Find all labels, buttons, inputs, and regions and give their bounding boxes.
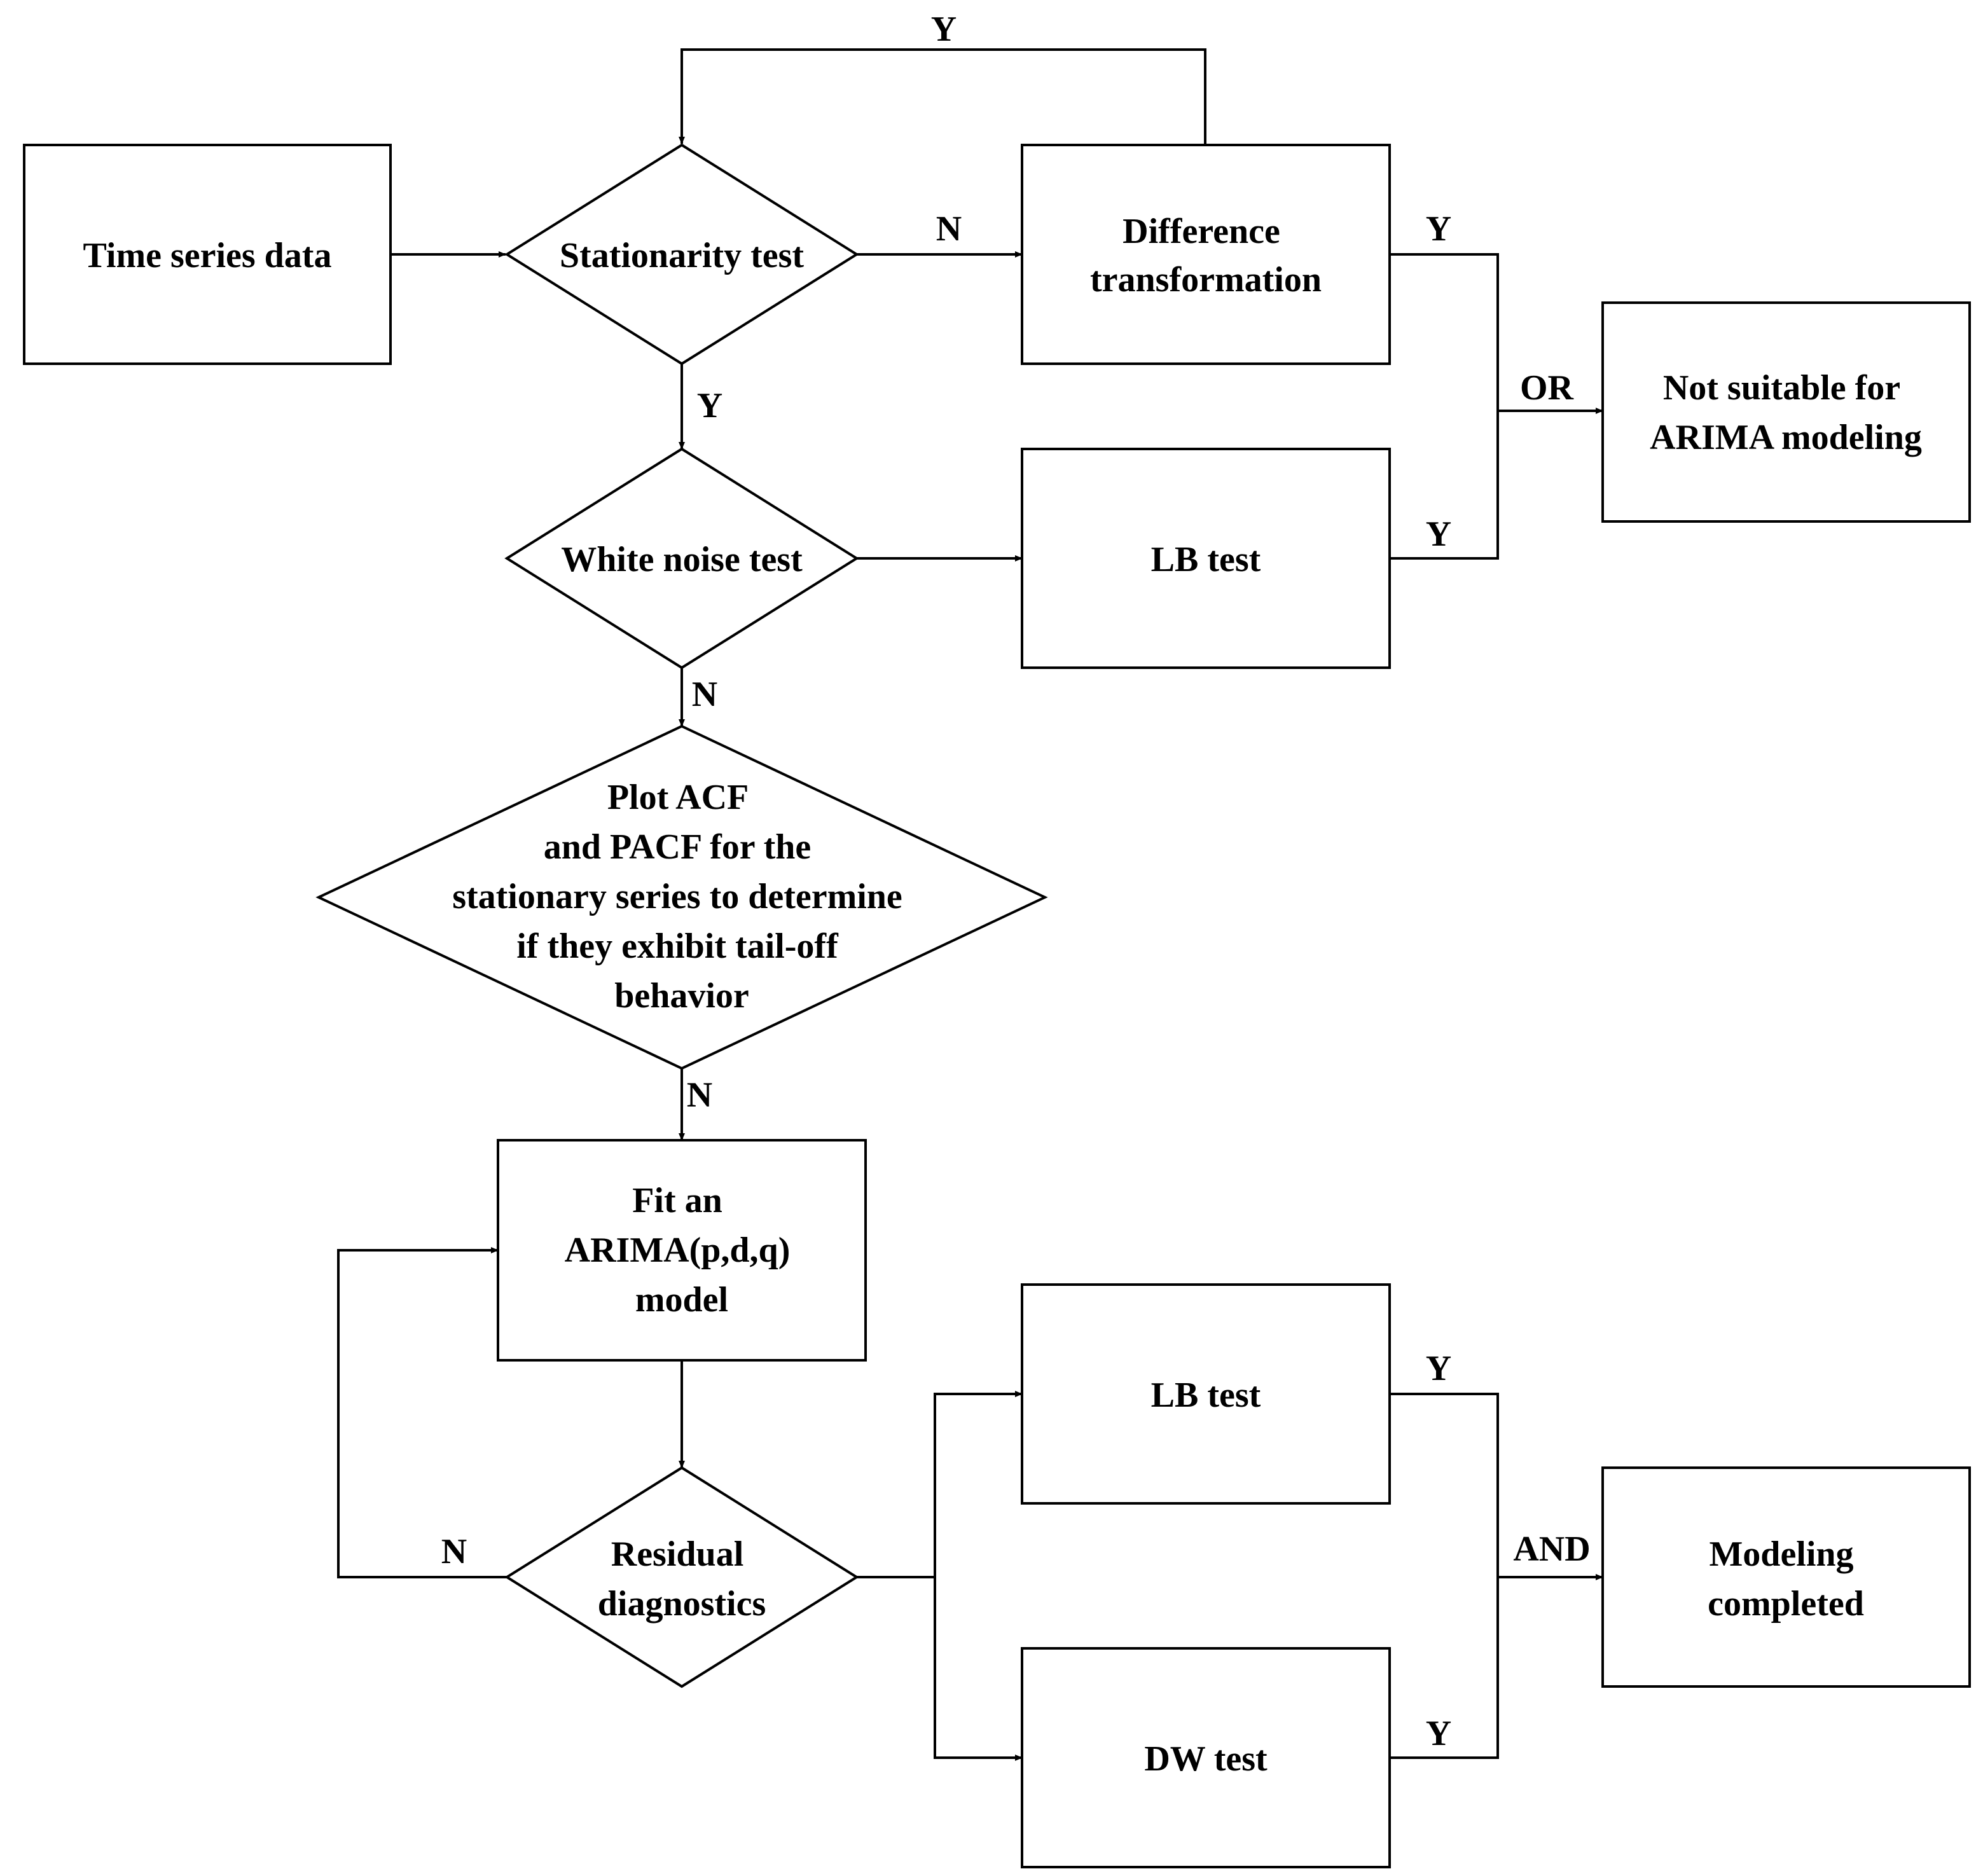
- svg-text:Plot ACF and PACF for th: Plot ACF and PACF for the stationary ser…: [452, 778, 911, 1016]
- edge-tests-to-and-join: [1390, 1393, 1499, 1759]
- svg-text:Residual diagnostics: Residual diagnostics: [598, 1535, 766, 1624]
- node-white-noise-test: White noise test: [504, 447, 859, 670]
- label-residual-n: N: [441, 1532, 467, 1571]
- label-and: AND: [1513, 1529, 1590, 1569]
- node-residual-diagnostics: Residual diagnostics: [504, 1466, 859, 1688]
- svg-text:LB test: LB test: [1151, 540, 1261, 579]
- node-not-suitable: Not suitable for ARIMA modeling: [1601, 301, 1971, 523]
- node-time-series-data: Time series data: [23, 144, 392, 365]
- edge-labels: Y N Y Y Y OR N N N Y Y AND: [441, 10, 1591, 1753]
- edge-difference-loop-to-stationarity: [679, 48, 1206, 144]
- edge-split-to-lbtest2: [934, 1391, 1023, 1577]
- svg-text:White noise test: White noise test: [561, 540, 803, 579]
- svg-text:Fit an ARIMA(p,d,q): Fit an ARIMA(p,d,q) model: [565, 1181, 799, 1320]
- svg-text:LB test: LB test: [1151, 1376, 1261, 1415]
- svg-text:Time series data: Time series data: [83, 236, 332, 275]
- node-lb-test-2: LB test: [1021, 1283, 1391, 1505]
- svg-text:Stationarity test: Stationarity test: [560, 236, 805, 275]
- svg-text:Modeling completed: Modeling completed: [1708, 1535, 1864, 1624]
- label-stationarity-n: N: [936, 209, 962, 249]
- edges: [337, 48, 1603, 1761]
- label-loop-top-y: Y: [931, 10, 957, 49]
- svg-text:Not suitable for ARIMA m: Not suitable for ARIMA modeling: [1650, 368, 1922, 457]
- label-difference-y: Y: [1426, 209, 1451, 249]
- node-lb-test-1: LB test: [1021, 448, 1391, 669]
- label-lbtest2-y: Y: [1426, 1349, 1451, 1388]
- edge-difference-to-or-join: [1390, 253, 1499, 560]
- label-lbtest1-y: Y: [1426, 514, 1451, 554]
- node-stationarity-test: Stationarity test: [504, 143, 859, 366]
- node-dw-test: DW test: [1021, 1647, 1391, 1868]
- label-plotacf-n: N: [687, 1075, 712, 1115]
- node-plot-acf-pacf: Plot ACF and PACF for the stationary ser…: [315, 724, 1048, 1070]
- edge-residual-loop-to-fitarima: [337, 1247, 507, 1578]
- node-modeling-completed: Modeling completed: [1601, 1466, 1971, 1688]
- label-or: OR: [1520, 368, 1574, 408]
- label-dwtest-y: Y: [1426, 1714, 1451, 1753]
- node-fit-arima: Fit an ARIMA(p,d,q) model: [497, 1139, 867, 1362]
- svg-text:Difference transformatio: Difference transformation: [1090, 212, 1322, 300]
- edge-split-to-dwtest: [934, 1577, 1023, 1761]
- node-difference-transformation: Difference transformation: [1021, 144, 1391, 365]
- label-stationarity-y: Y: [697, 386, 722, 425]
- label-whitenoise-n: N: [692, 675, 717, 714]
- svg-text:DW test: DW test: [1144, 1739, 1268, 1779]
